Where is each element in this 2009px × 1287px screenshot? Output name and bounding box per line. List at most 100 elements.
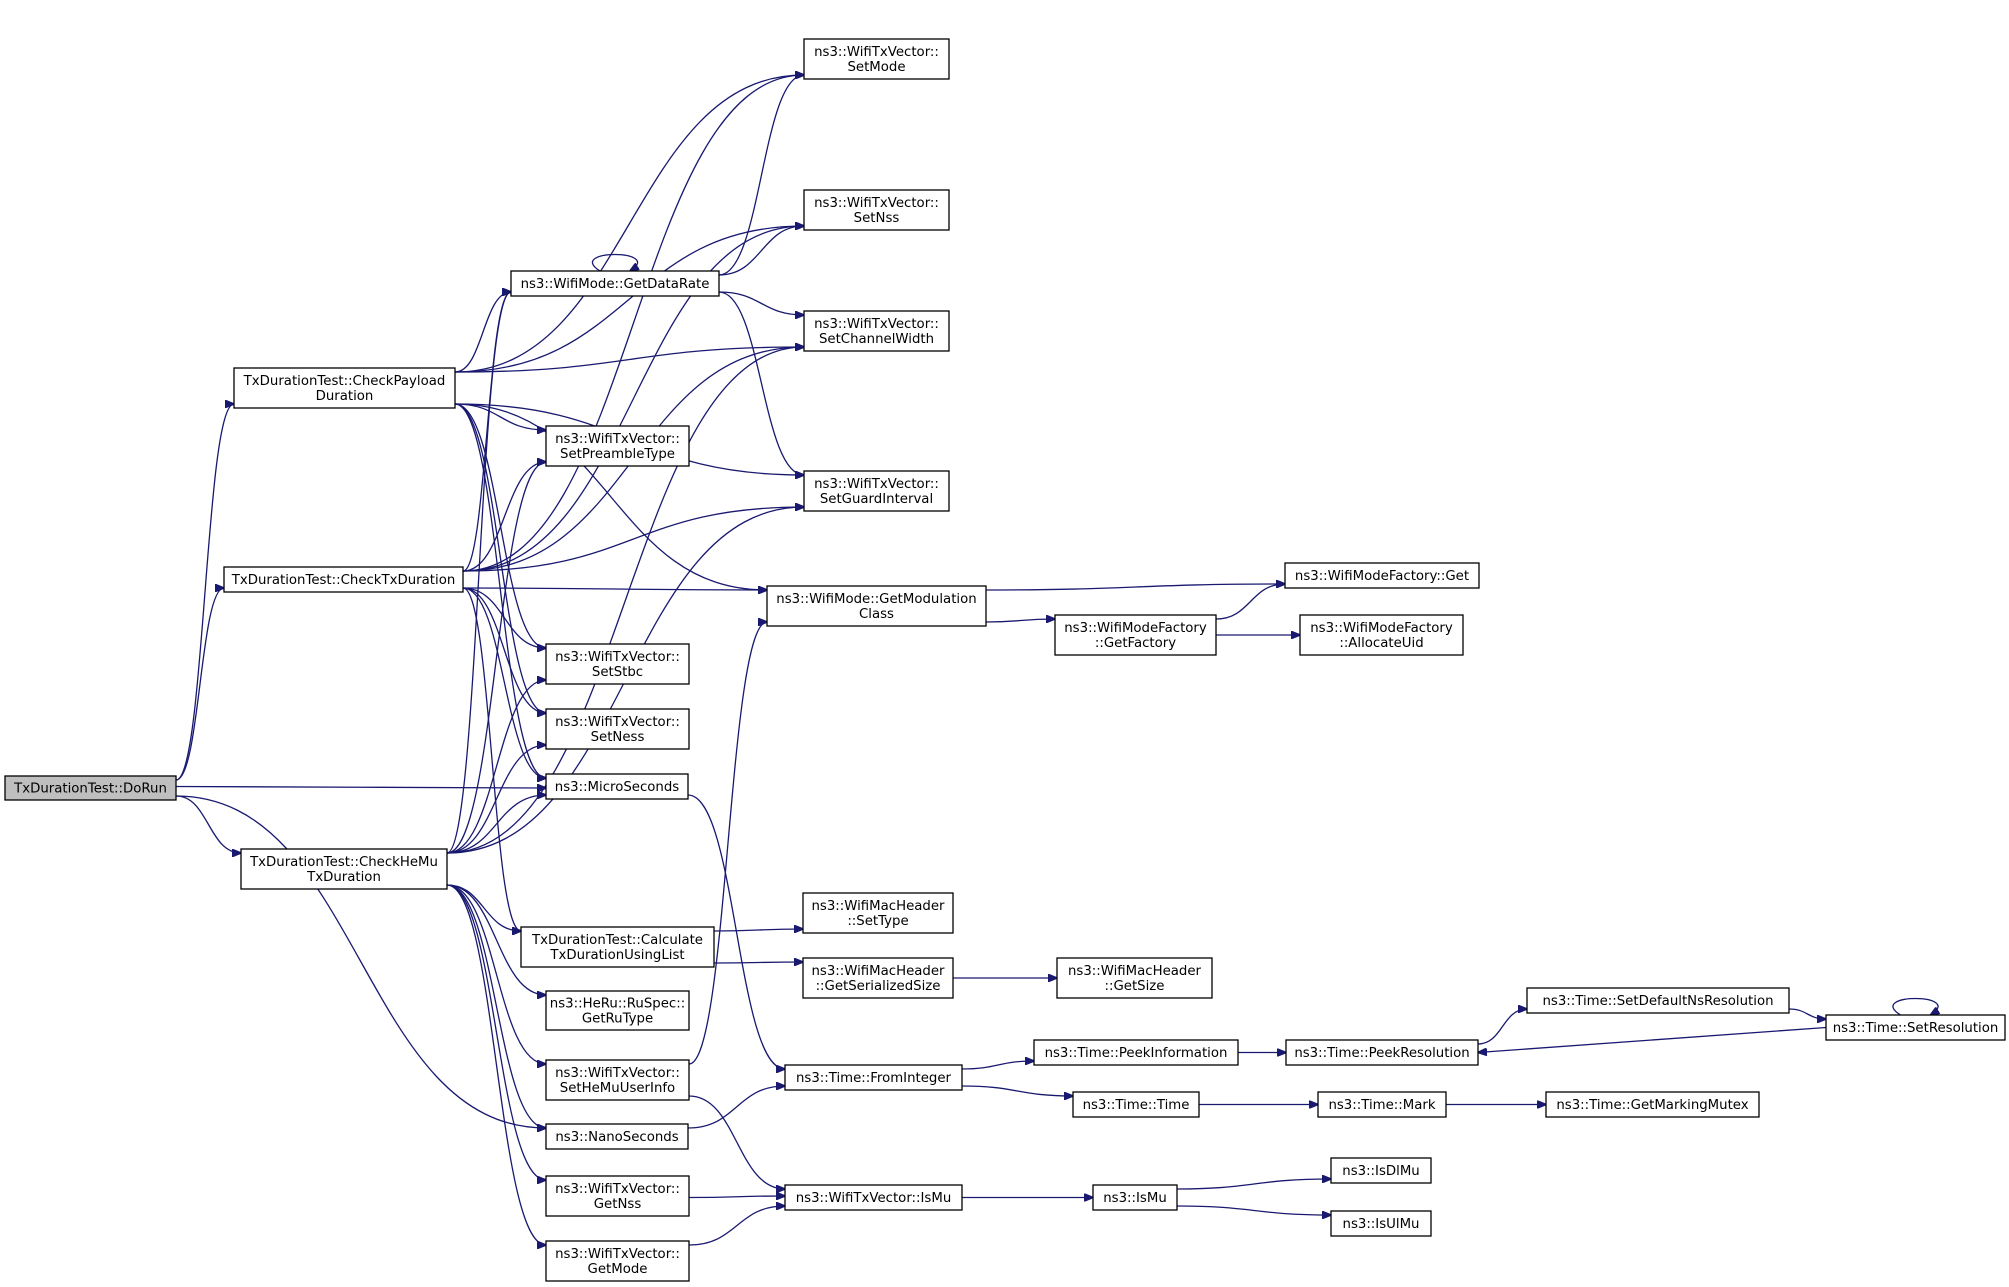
edge-microseconds-to-frominteger: [687, 794, 785, 1069]
node-label: ns3::WifiTxVector::: [555, 1182, 680, 1197]
node-mark[interactable]: ns3::Time::Mark: [1317, 1091, 1447, 1118]
node-getmode[interactable]: ns3::WifiTxVector::GetMode: [545, 1240, 690, 1282]
edge-path: [1477, 1009, 1527, 1045]
node-label: SetNess: [591, 730, 645, 745]
edge-path: [446, 292, 511, 854]
edge-getmode-to-ismu: [688, 1206, 785, 1246]
node-setdefaultns[interactable]: ns3::Time::SetDefaultNsResolution: [1526, 987, 1790, 1014]
node-label: ns3::Time::SetDefaultNsResolution: [1542, 994, 1773, 1009]
edge-path: [446, 884, 546, 1128]
node-box: [1330, 1157, 1432, 1184]
node-box: [1284, 562, 1480, 589]
node-ismu[interactable]: ns3::WifiTxVector::IsMu: [784, 1184, 963, 1211]
node-dorun[interactable]: TxDurationTest::DoRun: [4, 775, 177, 801]
node-label: ns3::WifiMode::GetModulation: [776, 592, 976, 607]
node-nanoseconds[interactable]: ns3::NanoSeconds: [545, 1123, 689, 1150]
node-isdlmu[interactable]: ns3::IsDlMu: [1330, 1157, 1432, 1184]
node-label: ns3::WifiTxVector::IsMu: [796, 1191, 952, 1206]
edge-path: [591, 253, 637, 272]
edge-sethemu-to-ismu: [688, 1095, 785, 1189]
node-allocuid[interactable]: ns3::WifiModeFactory::AllocateUid: [1299, 614, 1464, 656]
edge-calclist-to-getsersize: [713, 962, 803, 963]
node-box: [784, 1064, 963, 1091]
node-setres[interactable]: ns3::Time::SetResolution: [1825, 1014, 2006, 1041]
edge-path: [446, 795, 546, 854]
node-label: SetPreambleType: [560, 447, 675, 462]
node-label: ns3::WifiTxVector::: [555, 715, 680, 730]
node-label: SetNss: [854, 211, 900, 226]
node-label: ::GetSize: [1105, 979, 1165, 994]
edge-path: [718, 226, 804, 276]
edge-checktx-to-setstbc: [462, 587, 546, 648]
node-box: [1285, 1039, 1479, 1066]
node-setmode[interactable]: ns3::WifiTxVector::SetMode: [803, 38, 950, 80]
node-getrutype[interactable]: ns3::HeRu::RuSpec::GetRuType: [545, 990, 690, 1031]
node-label: ns3::IsDlMu: [1342, 1164, 1419, 1179]
node-setness[interactable]: ns3::WifiTxVector::SetNess: [545, 708, 690, 750]
node-label: TxDurationUsingList: [549, 948, 684, 963]
node-isulmu[interactable]: ns3::IsUlMu: [1330, 1210, 1432, 1237]
node-label: SetHeMuUserInfo: [560, 1081, 675, 1096]
node-peekres[interactable]: ns3::Time::PeekResolution: [1285, 1039, 1479, 1066]
edge-getdatarate-to-setnss: [718, 226, 804, 276]
edge-path: [462, 226, 804, 572]
node-getnss[interactable]: ns3::WifiTxVector::GetNss: [545, 1175, 690, 1217]
node-label: GetNss: [594, 1197, 642, 1212]
node-settype[interactable]: ns3::WifiMacHeader::SetType: [802, 892, 954, 934]
node-getsersize[interactable]: ns3::WifiMacHeader::GetSerializedSize: [802, 957, 954, 999]
node-label: Class: [859, 607, 894, 622]
edge-dorun-to-checktx: [175, 588, 224, 781]
node-getfactory[interactable]: ns3::WifiModeFactory::GetFactory: [1054, 614, 1217, 656]
edge-path: [454, 403, 546, 713]
edge-checkhemu-to-setness: [446, 745, 546, 854]
edge-getdatarate-to-setmode: [718, 75, 804, 276]
node-box: [1317, 1091, 1447, 1118]
edge-path: [688, 1206, 785, 1246]
node-box: [1056, 957, 1213, 999]
edge-path: [713, 962, 803, 963]
node-setstbc[interactable]: ns3::WifiTxVector::SetStbc: [545, 643, 690, 685]
edge-setres-to-peekres: [1478, 1026, 1827, 1053]
edge-dorun-to-checkpayload: [175, 404, 234, 781]
node-label: ns3::WifiMacHeader: [811, 899, 945, 914]
node-label: TxDurationTest::CheckPayload: [243, 374, 446, 389]
edge-path: [687, 794, 785, 1069]
node-getsize[interactable]: ns3::WifiMacHeader::GetSize: [1056, 957, 1213, 999]
node-box: [803, 189, 950, 231]
edge-getdatarate-to-setguard: [718, 291, 804, 475]
node-box: [803, 470, 950, 512]
node-box: [545, 643, 690, 685]
node-frominteger[interactable]: ns3::Time::FromInteger: [784, 1064, 963, 1091]
node-nsismu[interactable]: ns3::IsMu: [1092, 1184, 1178, 1211]
node-peekinfo[interactable]: ns3::Time::PeekInformation: [1033, 1039, 1239, 1066]
edge-nanoseconds-to-frominteger: [687, 1086, 785, 1129]
edge-getdatarate-to-setchannel: [718, 291, 804, 315]
node-calclist[interactable]: TxDurationTest::CalculateTxDurationUsing…: [520, 926, 715, 968]
edge-path: [446, 884, 546, 1245]
node-box: [4, 775, 177, 801]
node-setnss[interactable]: ns3::WifiTxVector::SetNss: [803, 189, 950, 231]
node-setguard[interactable]: ns3::WifiTxVector::SetGuardInterval: [803, 470, 950, 512]
edge-path: [688, 622, 767, 1065]
node-microseconds[interactable]: ns3::MicroSeconds: [545, 773, 689, 800]
edge-path: [446, 884, 546, 1180]
edge-path: [446, 745, 546, 854]
node-factget[interactable]: ns3::WifiModeFactory::Get: [1284, 562, 1480, 589]
node-checktx[interactable]: TxDurationTest::CheckTxDuration: [223, 566, 464, 593]
edge-path: [462, 292, 511, 572]
node-getdatarate[interactable]: ns3::WifiMode::GetDataRate: [510, 270, 720, 297]
edge-checkhemu-to-getnss: [446, 884, 546, 1180]
node-setpreamble[interactable]: ns3::WifiTxVector::SetPreambleType: [545, 425, 690, 467]
node-setchannel[interactable]: ns3::WifiTxVector::SetChannelWidth: [803, 310, 950, 352]
edge-nsismu-to-isulmu: [1176, 1205, 1331, 1215]
edge-checkhemu-to-getmode: [446, 884, 546, 1245]
edge-path: [1892, 997, 1938, 1016]
node-sethemu[interactable]: ns3::WifiTxVector::SetHeMuUserInfo: [545, 1059, 690, 1101]
edge-path: [462, 587, 546, 713]
node-timetime[interactable]: ns3::Time::Time: [1072, 1091, 1200, 1118]
edge-checktx-to-setness: [462, 587, 546, 713]
node-getmarkmutex[interactable]: ns3::Time::GetMarkingMutex: [1545, 1091, 1760, 1118]
